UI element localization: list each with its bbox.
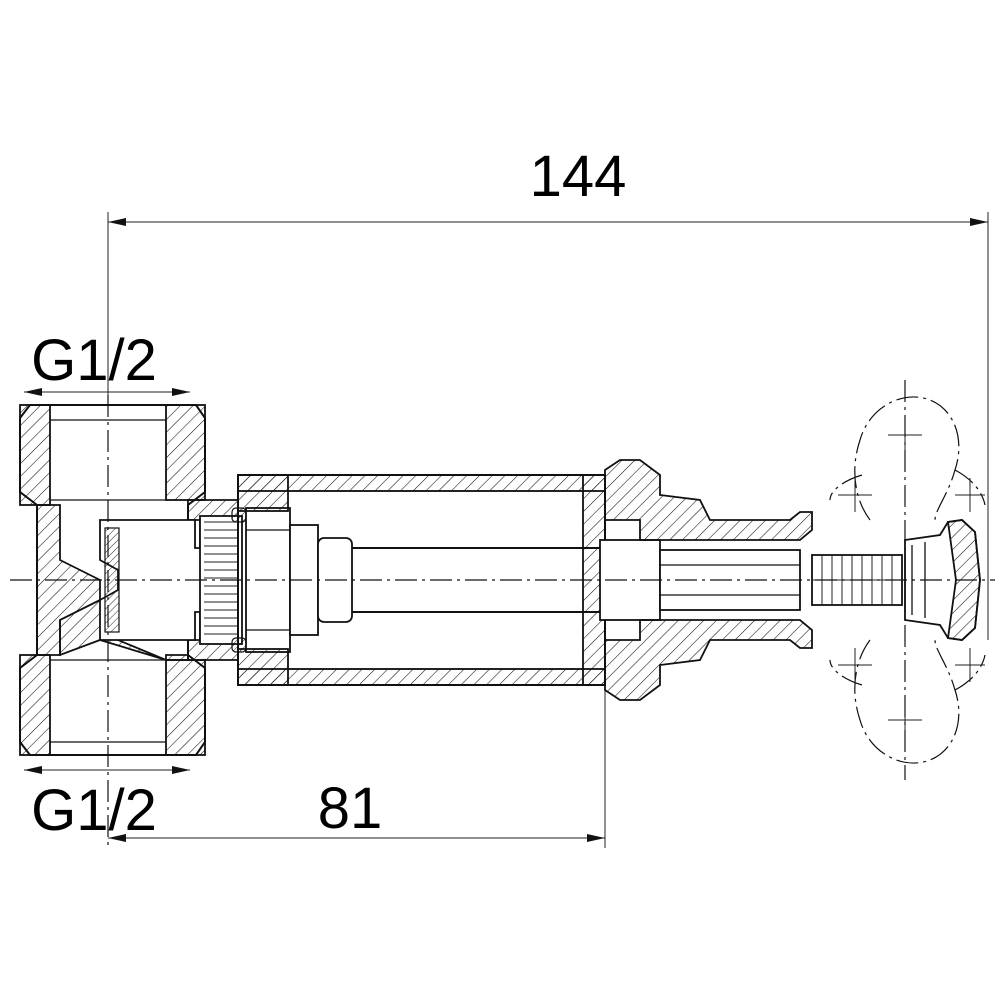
arrow-head xyxy=(970,218,988,226)
dimension-label-overall: 144 xyxy=(530,144,627,209)
sleeve-wall-top xyxy=(237,474,606,492)
arrow-head xyxy=(24,766,42,774)
sleeve-end-left-low xyxy=(237,648,289,686)
dimension-overall-length: 144 xyxy=(107,144,989,640)
arrow-head xyxy=(172,766,190,774)
arrow-head xyxy=(108,834,126,842)
flange-rosette xyxy=(604,459,813,701)
body-wall-bottom-left xyxy=(19,654,51,756)
body-wall-bottom-right xyxy=(165,659,206,756)
arrow-head xyxy=(24,388,42,396)
sleeve-end-left xyxy=(237,474,289,512)
thread-lines xyxy=(204,521,238,635)
arrow-head xyxy=(172,388,190,396)
cross-handle-outline xyxy=(829,396,986,764)
thread-label-top: G1/2 xyxy=(31,328,157,393)
dimension-thread-top: G1/2 xyxy=(24,328,190,396)
dimension-mount-depth: 81 xyxy=(108,690,606,848)
sleeve-wall-bottom xyxy=(237,668,606,686)
body-wall-top-right xyxy=(165,404,206,501)
centerlines xyxy=(10,380,995,850)
dimension-thread-bottom: G1/2 xyxy=(24,766,190,843)
thread-label-bottom: G1/2 xyxy=(31,778,157,843)
arrow-head xyxy=(587,834,605,842)
dimension-label-depth: 81 xyxy=(318,776,383,841)
arrow-head xyxy=(108,218,126,226)
extension-sleeve xyxy=(237,474,606,686)
body-wall-top-left xyxy=(19,404,51,506)
